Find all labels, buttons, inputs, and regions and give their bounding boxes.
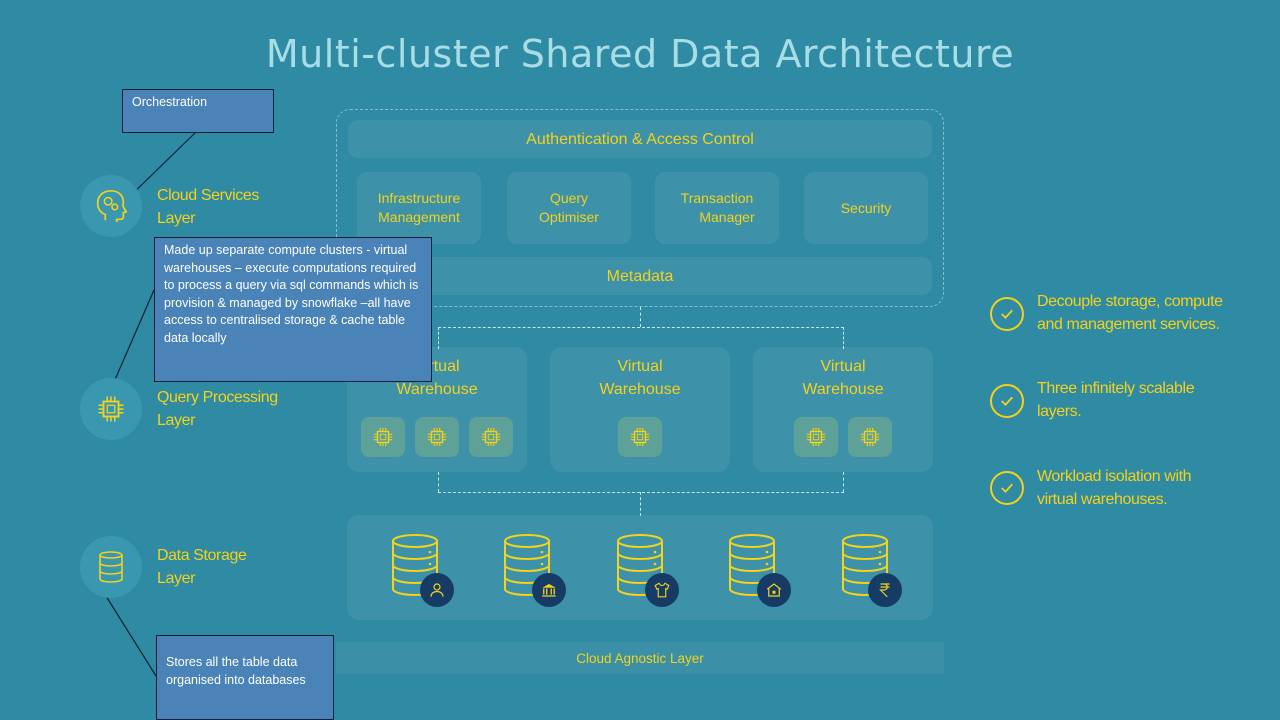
- head-gears-icon: [80, 175, 142, 237]
- benefit-line: virtual warehouses.: [1037, 491, 1168, 508]
- layer-label-line: Layer: [157, 210, 196, 227]
- warehouse-title: Warehouse: [396, 381, 478, 398]
- auth-label: Authentication & Access Control: [526, 130, 754, 148]
- callout-text: Stores all the table data organised into…: [166, 655, 306, 687]
- callout-orchestration: Orchestration: [122, 89, 274, 133]
- database-item: [727, 532, 793, 608]
- layer-label-line: Layer: [157, 570, 196, 587]
- cpu-chip-icon: [618, 417, 662, 457]
- page-title: Multi-cluster Shared Data Architecture: [265, 32, 1015, 76]
- service-label: Management: [378, 209, 460, 225]
- connector-line: [640, 492, 641, 516]
- service-security: Security: [804, 172, 928, 244]
- service-label: Transaction: [680, 190, 754, 206]
- bank-icon: [532, 573, 566, 607]
- warehouse-title: Virtual: [617, 358, 663, 375]
- service-label: Optimiser: [539, 209, 599, 225]
- shirt-icon: [645, 573, 679, 607]
- warehouse-title: Virtual: [820, 358, 866, 375]
- connector-line: [438, 472, 439, 492]
- warehouse-title: Warehouse: [802, 381, 884, 398]
- house-icon: [757, 573, 791, 607]
- connector-line: [843, 472, 844, 492]
- database-item: [615, 532, 681, 608]
- cpu-chip-icon: [415, 417, 459, 457]
- cloud-services-frame: [336, 109, 944, 307]
- cpu-chip-icon: [469, 417, 513, 457]
- metadata: Metadata: [348, 257, 932, 295]
- database-item: [502, 532, 568, 608]
- connector-line: [438, 492, 844, 493]
- connector-line: [438, 327, 844, 328]
- user-icon: [420, 573, 454, 607]
- cpu-chip-icon: [361, 417, 405, 457]
- cpu-chip-icon: [848, 417, 892, 457]
- layer-label-line: Data Storage: [157, 547, 247, 564]
- cpu-chip-icon: [794, 417, 838, 457]
- benefit-line: Three infinitely scalable: [1037, 380, 1195, 397]
- database-icon: [80, 536, 142, 598]
- cloud-agnostic-layer: Cloud Agnostic Layer: [336, 642, 944, 674]
- callout-storage: Stores all the table data organised into…: [156, 635, 334, 720]
- benefit-item: Three infinitely scalable layers.: [1037, 377, 1195, 423]
- check-icon: [990, 471, 1024, 505]
- layer-label-line: Layer: [157, 412, 196, 429]
- service-label: Infrastructure: [377, 190, 461, 206]
- layer-label-line: Query Processing: [157, 389, 278, 406]
- benefit-item: Workload isolation with virtual warehouse…: [1037, 465, 1192, 511]
- cloud-agnostic-label: Cloud Agnostic Layer: [576, 650, 704, 666]
- callout-text: Made up separate compute clusters - virt…: [164, 243, 419, 345]
- cpu-chip-icon: [80, 378, 142, 440]
- benefit-line: Decouple storage, compute: [1037, 293, 1223, 310]
- connector-line: [640, 307, 641, 327]
- layer-label-line: Cloud Services: [157, 187, 260, 204]
- auth-access-control: Authentication & Access Control: [348, 120, 932, 158]
- database-icon: [392, 534, 438, 597]
- database-item: [390, 532, 456, 608]
- connector-line: [438, 327, 439, 349]
- warehouse-title: Warehouse: [599, 381, 681, 398]
- service-label: Query: [549, 190, 589, 206]
- benefit-line: layers.: [1037, 403, 1082, 420]
- check-icon: [990, 297, 1024, 331]
- connector-line: [843, 327, 844, 349]
- benefit-line: Workload isolation with: [1037, 468, 1192, 485]
- metadata-label: Metadata: [606, 267, 674, 285]
- service-label: Security: [840, 199, 892, 216]
- check-icon: [990, 384, 1024, 418]
- database-item: [840, 532, 906, 608]
- benefit-item: Decouple storage, compute and management …: [1037, 290, 1223, 336]
- callout-text: Orchestration: [132, 95, 208, 109]
- rupee-icon: [868, 573, 902, 607]
- callout-compute: Made up separate compute clusters - virt…: [154, 237, 432, 382]
- service-label: Manager: [699, 209, 755, 225]
- benefit-line: and management services.: [1037, 316, 1220, 333]
